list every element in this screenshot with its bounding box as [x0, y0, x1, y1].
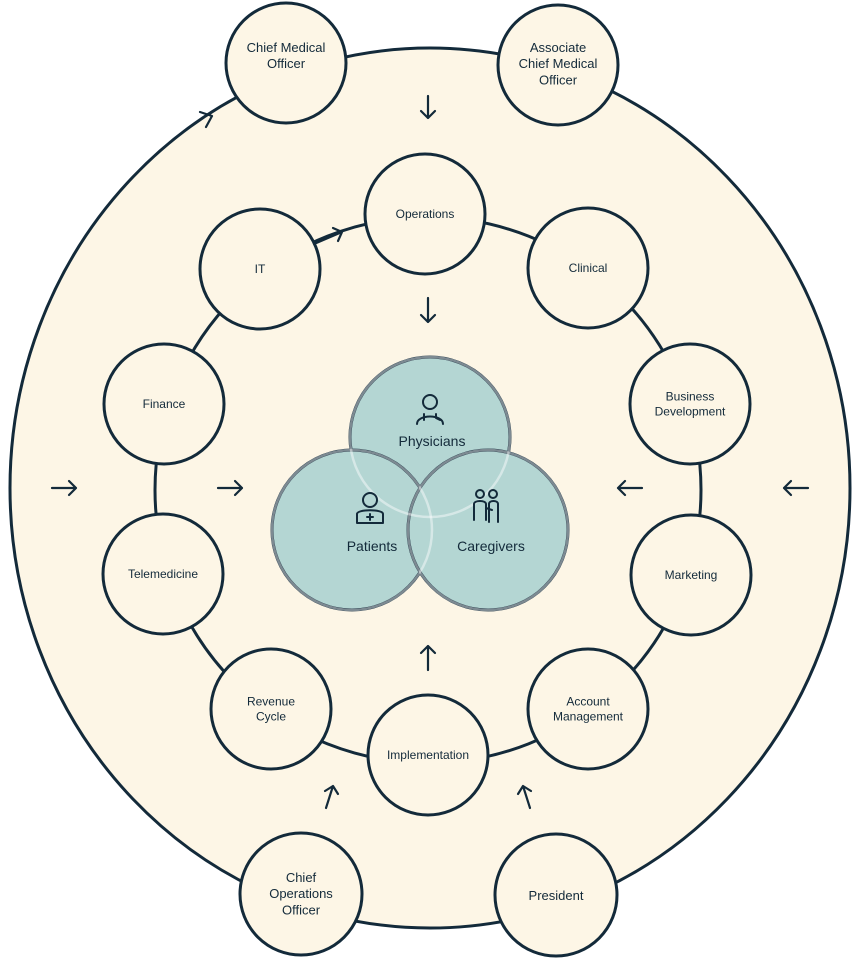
node-label: IT: [255, 262, 266, 276]
node-label: Implementation: [387, 748, 469, 762]
node-label: Finance: [143, 397, 186, 411]
doctor-stethoscope-icon: [416, 394, 444, 425]
arrow-icon: [50, 479, 78, 497]
node-label: President: [529, 888, 584, 903]
arrow-icon: [616, 479, 644, 497]
arrow-icon: [782, 479, 810, 497]
core-venn: Physicians Patients Caregivers: [270, 355, 570, 612]
arrow-icon: [419, 296, 437, 324]
arrow-icon: [516, 784, 533, 810]
node-implementation[interactable]: Implementation: [366, 693, 490, 817]
arrow-icon: [419, 94, 437, 120]
node-clinical[interactable]: Clinical: [526, 206, 650, 330]
node-marketing[interactable]: Marketing: [629, 513, 753, 637]
venn-caregivers-circle: [406, 448, 570, 612]
arrow-icon: [198, 110, 214, 129]
patient-icon: [356, 492, 384, 524]
node-label: Telemedicine: [128, 567, 198, 581]
node-label: Marketing: [665, 568, 718, 582]
arrow-icon: [323, 784, 340, 810]
caregiver-icon: [473, 489, 499, 523]
node-president[interactable]: President: [493, 832, 619, 958]
node-it[interactable]: IT: [198, 207, 322, 331]
node-finance[interactable]: Finance: [102, 342, 226, 466]
venn-label-physicians: Physicians: [399, 433, 466, 449]
node-label: Clinical: [569, 261, 608, 275]
arrow-icon: [312, 226, 344, 246]
node-label: Operations: [396, 207, 455, 221]
venn-label-patients: Patients: [347, 538, 398, 554]
venn-label-caregivers: Caregivers: [457, 538, 525, 554]
arrow-icon: [216, 479, 244, 497]
node-telemedicine[interactable]: Telemedicine: [101, 512, 225, 636]
node-operations[interactable]: Operations: [363, 152, 487, 276]
arrow-icon: [419, 644, 437, 672]
